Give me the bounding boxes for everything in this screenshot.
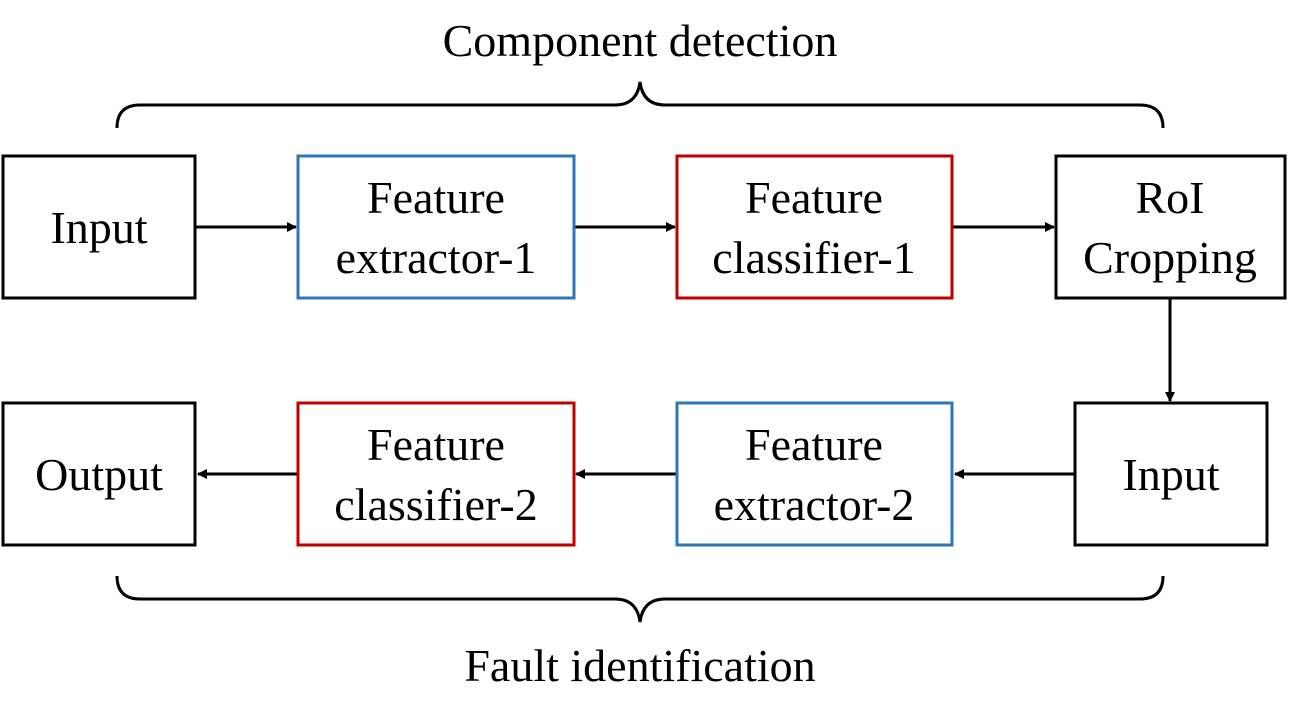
node-feature-extractor-1-line2: extractor-1 [336, 232, 537, 283]
node-roi-cropping-line2: Cropping [1083, 232, 1257, 283]
node-input-1-label: Input [50, 202, 147, 253]
node-feature-extractor-2-line1: Feature [745, 419, 883, 470]
node-feature-extractor-2: Feature extractor-2 [675, 401, 954, 547]
node-input-1: Input [1, 154, 197, 300]
node-roi-cropping-line1: RoI [1136, 172, 1205, 223]
node-feature-classifier-2-line1: Feature [367, 419, 505, 470]
node-feature-classifier-2: Feature classifier-2 [296, 401, 576, 547]
node-feature-classifier-2-line2: classifier-2 [334, 479, 537, 530]
node-feature-extractor-1-line1: Feature [367, 172, 505, 223]
top-brace [115, 81, 1165, 129]
fault-identification-label: Fault identification [464, 640, 815, 691]
node-roi-cropping: RoI Cropping [1054, 154, 1287, 300]
node-feature-extractor-1-box [296, 154, 576, 300]
node-input-2-label: Input [1122, 449, 1219, 500]
node-feature-classifier-2-box [296, 401, 576, 547]
node-input-2-box [1073, 401, 1269, 547]
node-feature-classifier-1-line2: classifier-1 [712, 232, 915, 283]
bottom-brace [115, 575, 1165, 623]
node-input-1-box [1, 154, 197, 300]
node-feature-classifier-1-line1: Feature [745, 172, 883, 223]
node-roi-cropping-box [1054, 154, 1287, 300]
node-output-label: Output [35, 449, 163, 500]
node-feature-classifier-1: Feature classifier-1 [675, 154, 954, 300]
component-detection-label: Component detection [443, 15, 838, 66]
node-feature-classifier-1-box [675, 154, 954, 300]
node-output-box [1, 401, 197, 547]
node-feature-extractor-2-box [675, 401, 954, 547]
node-feature-extractor-1: Feature extractor-1 [296, 154, 576, 300]
node-output: Output [1, 401, 197, 547]
node-feature-extractor-2-line2: extractor-2 [714, 479, 915, 530]
node-input-2: Input [1073, 401, 1269, 547]
